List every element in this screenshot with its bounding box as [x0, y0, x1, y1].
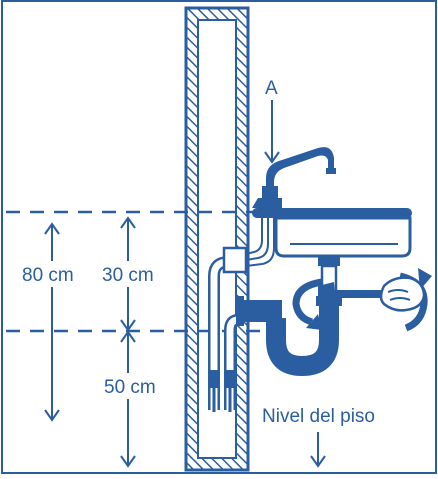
label-80cm: 80 cm: [22, 265, 74, 286]
arrow-a: [264, 100, 280, 164]
hand-wrench-icon: [318, 276, 426, 312]
label-30cm: 30 cm: [102, 265, 154, 286]
rotation-arrowhead-left: [306, 314, 322, 330]
p-trap-icon: [236, 256, 342, 377]
faucet-icon: [262, 147, 336, 200]
label-a: A: [265, 78, 278, 99]
floor-arrow: [310, 432, 326, 468]
label-floor-level: Nivel del piso: [262, 406, 375, 427]
dimension-80cm: [44, 222, 60, 422]
label-50cm: 50 cm: [104, 377, 156, 398]
faucet-hoses: [245, 212, 275, 267]
wall-valve-box: [222, 246, 248, 274]
sink-basin: [252, 198, 412, 258]
